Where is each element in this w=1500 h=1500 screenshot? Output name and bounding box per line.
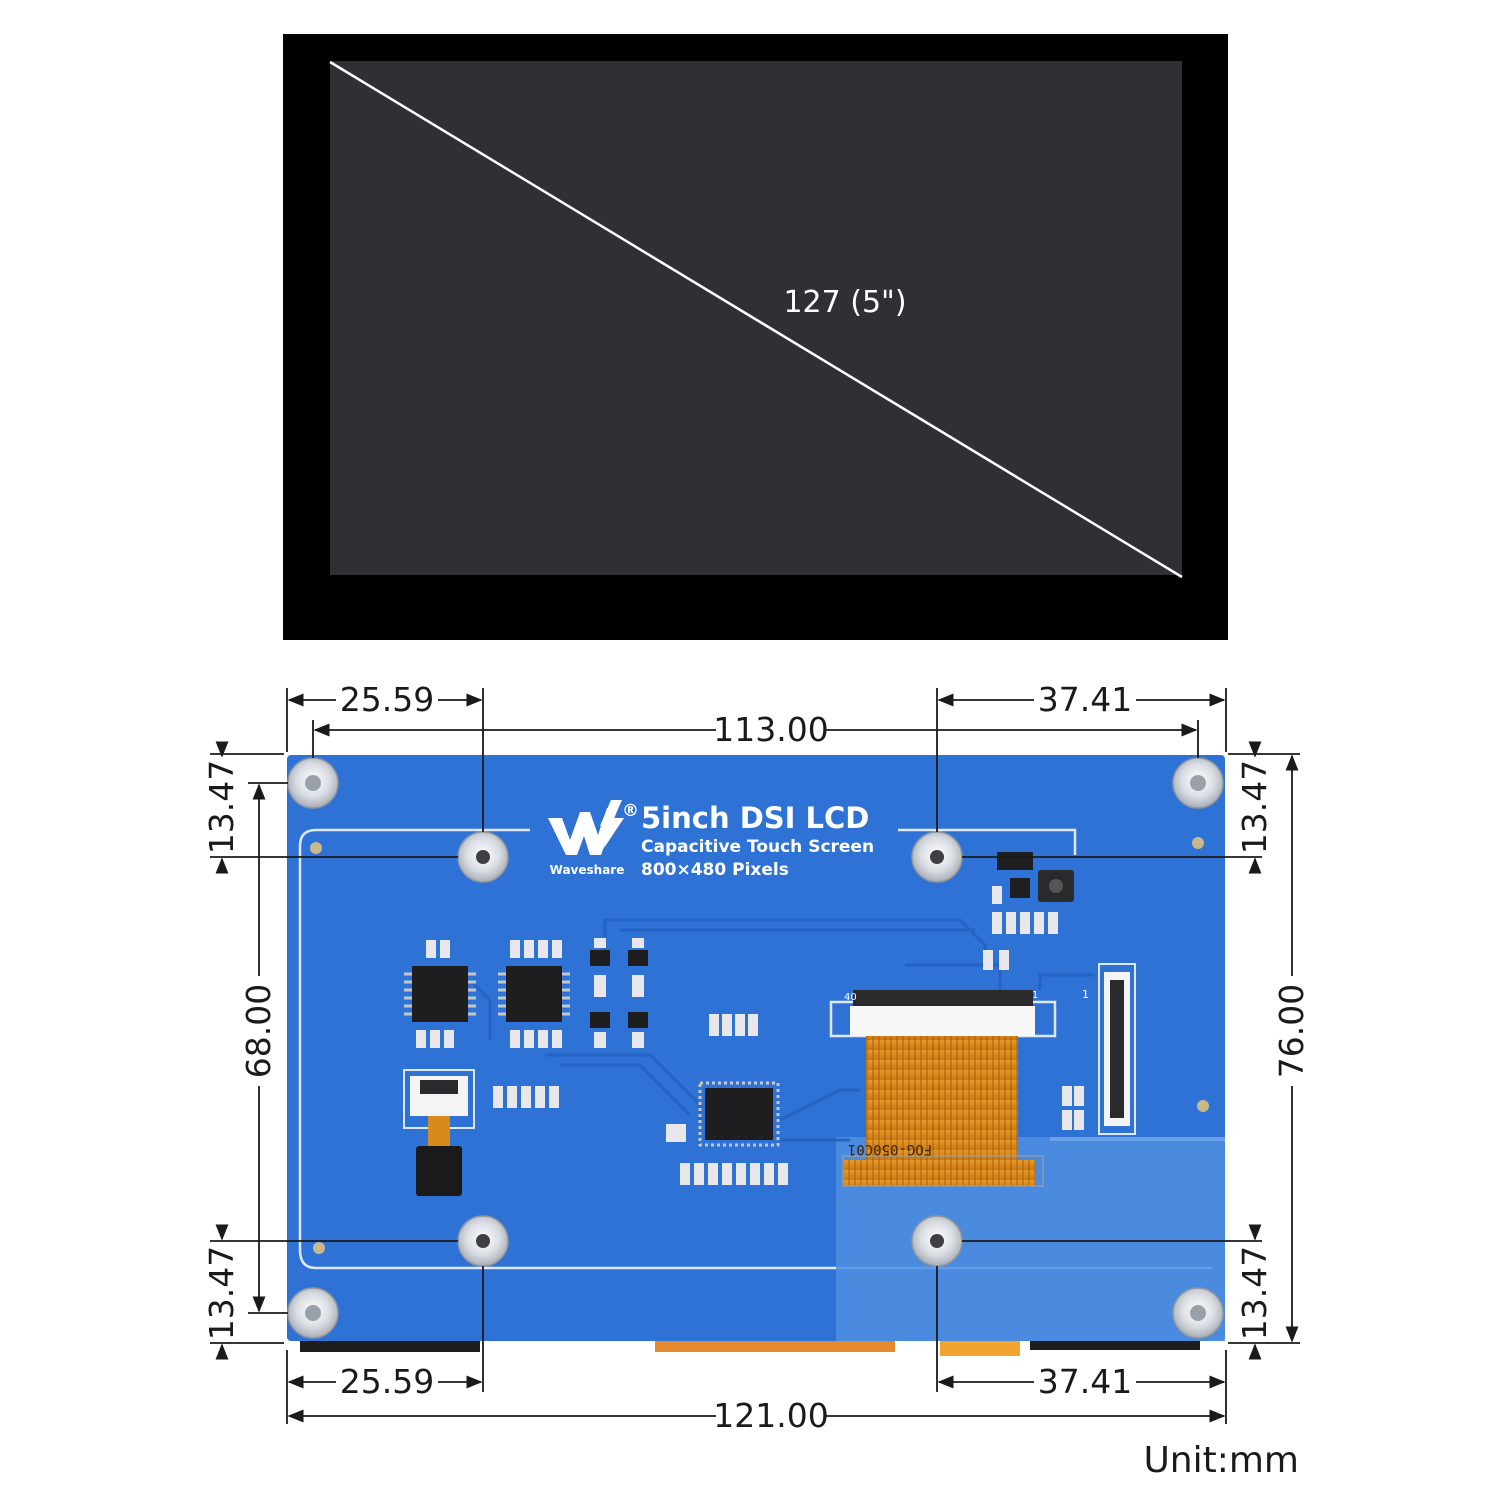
standoff-top-left	[287, 757, 339, 809]
fiducial-1	[310, 842, 322, 854]
dim-bottom-left-offset: 25.59	[340, 1362, 434, 1401]
waveshare-logo-bolt	[600, 800, 624, 848]
brand-name: Waveshare	[550, 863, 625, 877]
fpc-pin-one-right-label: 1	[1082, 988, 1089, 1001]
fiducial-3	[313, 1242, 325, 1254]
touch-panel-overlay-top	[1050, 1137, 1225, 1141]
fiducial-4	[1197, 1100, 1209, 1112]
registered-mark: ®	[622, 801, 639, 821]
board-resolution: 800×480 Pixels	[641, 860, 789, 880]
mounting-hole-top-left-inner	[457, 831, 509, 883]
ic-left-2	[498, 940, 570, 1048]
bottom-edge-strip	[300, 1338, 480, 1352]
fiducial-2	[1192, 837, 1204, 849]
board-back-view: ® Waveshare 5inch DSI LCD Capacitive Tou…	[287, 755, 1225, 1356]
dim-right-top-margin: 13.47	[1235, 760, 1274, 854]
main-controller-chip	[666, 1081, 788, 1185]
transistor-group	[590, 938, 648, 1048]
dim-top-right-offset: 37.41	[1038, 680, 1132, 719]
screen-diagonal-line	[329, 60, 1183, 579]
silkscreen-outline	[298, 828, 1212, 1270]
screen-front-view: 127 (5")	[283, 34, 1228, 640]
bottom-edge-fpc	[655, 1338, 895, 1352]
dimension-annotations	[210, 688, 1300, 1424]
dim-top-hole-span: 113.00	[713, 710, 828, 749]
ic-left-1	[404, 940, 476, 1048]
unit-label: Unit:mm	[1143, 1440, 1299, 1481]
component-cluster-top-right	[983, 852, 1074, 970]
vertical-connector-right: 1	[1062, 963, 1136, 1135]
resistor-array-center	[709, 1014, 758, 1036]
mounting-hole-top-right-inner	[911, 831, 963, 883]
resistor-row-left	[493, 1086, 559, 1108]
waveshare-logo: ® Waveshare	[548, 800, 639, 877]
board-subtitle: Capacitive Touch Screen	[641, 837, 874, 857]
display-fpc-ribbon: FOG-050C01	[842, 1036, 1044, 1187]
screen-diagonal-label: 127 (5")	[783, 285, 906, 320]
dim-left-hole-span: 68.00	[239, 984, 278, 1078]
fpc-pin-last-label: 1	[1032, 990, 1038, 1001]
small-fpc-connector	[403, 1069, 475, 1196]
mounting-hole-bottom-left-inner	[457, 1215, 509, 1267]
mounting-hole-bottom-right-inner	[911, 1215, 963, 1267]
waveshare-logo-mark	[548, 808, 618, 855]
silkscreen-outline-right	[898, 828, 1077, 855]
board-title: 5inch DSI LCD	[641, 801, 869, 835]
standoff-top-right	[1172, 757, 1224, 809]
fpc-code-label: FOG-050C01	[848, 1141, 932, 1157]
dim-left-top-margin: 13.47	[202, 760, 241, 854]
dim-bottom-right-offset: 37.41	[1038, 1362, 1132, 1401]
dim-right-bottom-margin: 13.47	[1235, 1246, 1274, 1340]
main-fpc-connector: 40 1	[829, 990, 1057, 1038]
bottom-edge-fpc-right	[940, 1338, 1020, 1356]
dim-top-left-offset: 25.59	[340, 680, 434, 719]
standoff-bottom-left	[287, 1287, 339, 1339]
dim-left-bottom-margin: 13.47	[202, 1246, 241, 1340]
dimension-labels: 25.59 113.00 37.41 13.47 68.00 13.47 13.…	[202, 680, 1311, 1481]
fpc-pin-first-label: 40	[844, 992, 857, 1003]
dim-bottom-width: 121.00	[713, 1396, 828, 1435]
standoff-bottom-right	[1172, 1287, 1224, 1339]
dim-right-height: 76.00	[1272, 984, 1311, 1078]
